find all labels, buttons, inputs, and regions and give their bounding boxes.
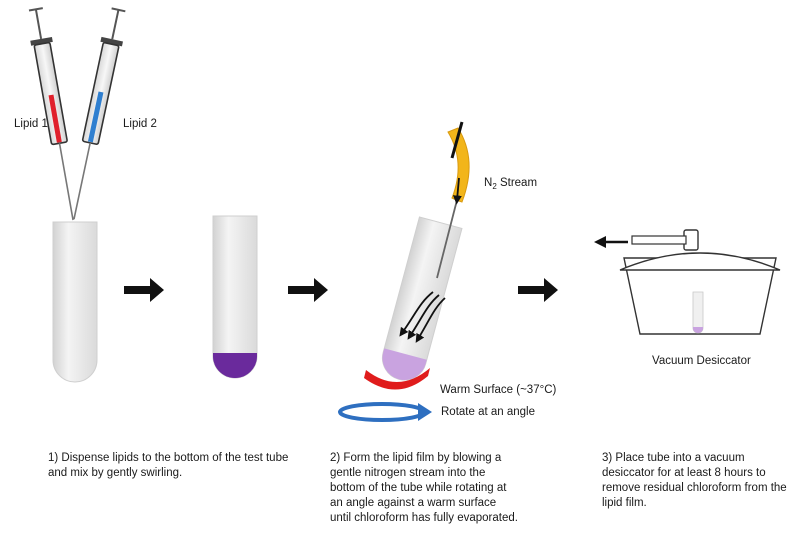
lipid2-syringe: [73, 7, 126, 220]
lipid2-label: Lipid 2: [123, 118, 157, 130]
lipid1-label: Lipid 1: [14, 118, 48, 130]
lipid1-syringe: [28, 7, 74, 221]
desiccator-tube: [692, 291, 704, 334]
n2-needle: [436, 199, 458, 279]
step-3-caption: 3) Place tube into a vacuum desiccator f…: [602, 452, 787, 509]
n2-stream-label: N2 Stream: [484, 177, 538, 191]
flow-arrow-2: [288, 278, 328, 302]
stage2-test-tube: [212, 215, 258, 379]
vacuum-outlet-arrow: [594, 236, 628, 248]
step-2-caption: 2) Form the lipid film by blowing a gent…: [330, 452, 518, 524]
vacuum-desiccator: [619, 229, 781, 335]
rotate-arrow: [338, 402, 432, 422]
mixed-lipid-solution: [213, 353, 257, 378]
warm-surface: [364, 368, 430, 390]
rotate-label: Rotate at an angle: [441, 406, 535, 418]
flow-arrow-1: [124, 278, 164, 302]
n2-nozzle: [447, 121, 470, 205]
step-1-caption: 1) Dispense lipids to the bottom of the …: [48, 452, 289, 479]
warm-surface-label: Warm Surface (~37°C): [440, 384, 557, 396]
stage3-angled-tube: [382, 216, 463, 381]
lipid-film: [382, 348, 427, 380]
flow-arrow-3: [518, 278, 558, 302]
vacuum-desiccator-label: Vacuum Desiccator: [652, 355, 751, 367]
stage1-test-tube: [52, 221, 98, 383]
n2-flow-arrows: [399, 291, 446, 343]
